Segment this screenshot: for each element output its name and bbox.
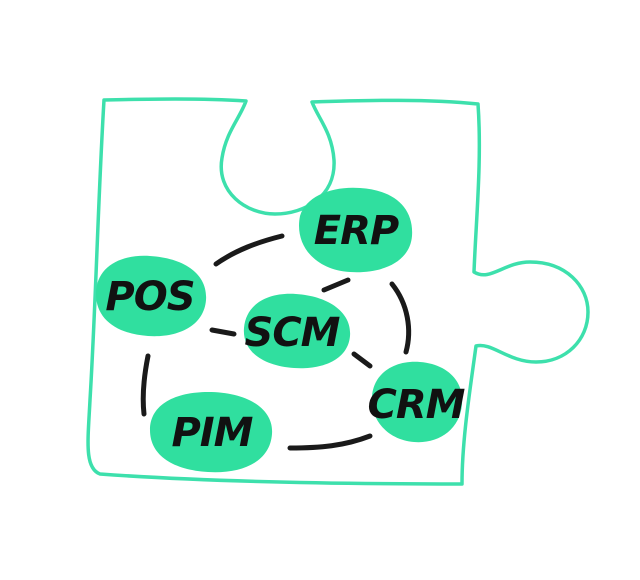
node-pos: POS: [96, 255, 207, 337]
node-pim-blob: [150, 392, 273, 473]
connector-scm-erp: [321, 277, 351, 293]
node-erp-label: ERP: [314, 208, 399, 254]
node-pos-blob: [96, 255, 207, 337]
connector-pos-pim: [140, 353, 151, 417]
node-crm: CRM: [368, 361, 466, 443]
node-pim: PIM: [150, 392, 273, 473]
node-scm: SCM: [243, 293, 351, 369]
connector-scm-crm: [351, 351, 373, 369]
node-erp: ERP: [299, 187, 413, 273]
connector-pos-erp: [213, 233, 285, 267]
puzzle-piece-outline: [86, 97, 590, 486]
connector-lines: [140, 233, 412, 451]
node-crm-blob: [371, 361, 463, 443]
node-erp-blob: [299, 187, 413, 273]
node-scm-blob: [243, 293, 351, 369]
node-pim-label: PIM: [171, 410, 252, 456]
connector-erp-crm: [389, 281, 412, 355]
node-scm-label: SCM: [245, 310, 340, 356]
node-pos-label: POS: [105, 274, 194, 320]
node-crm-label: CRM: [368, 382, 465, 428]
connector-pos-scm: [209, 327, 237, 337]
connector-pim-crm: [287, 433, 373, 451]
